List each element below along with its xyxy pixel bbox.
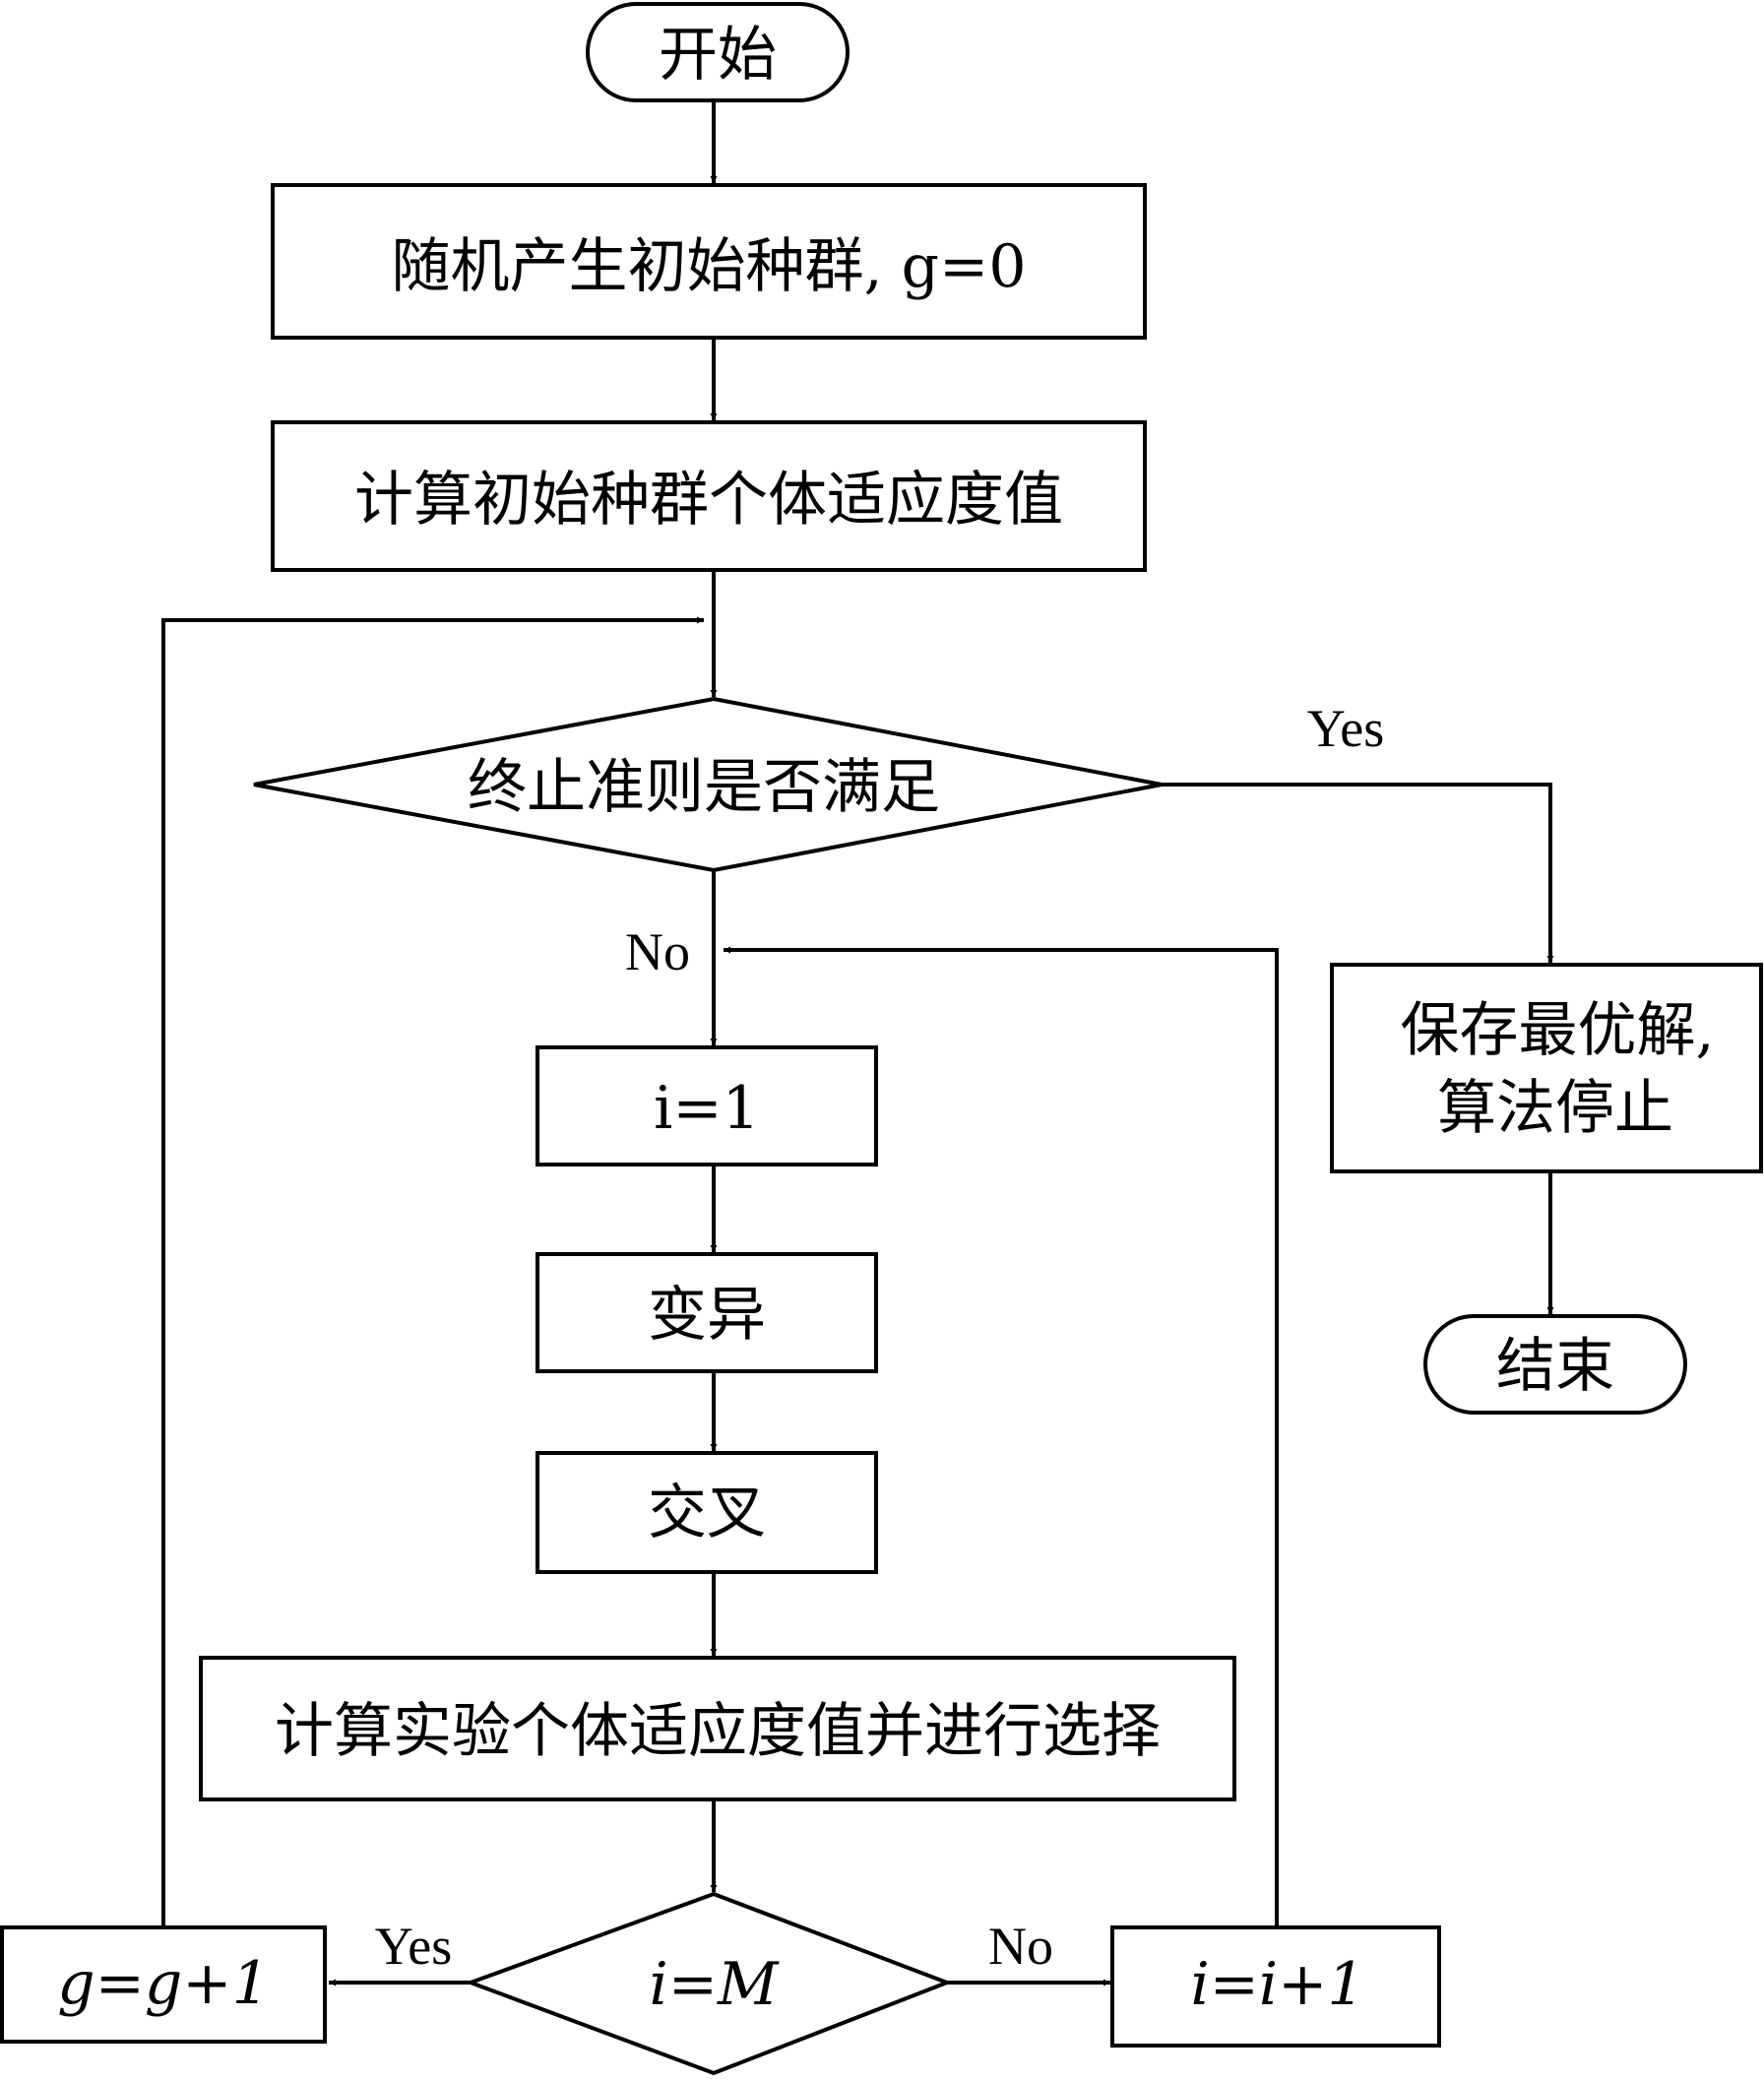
edge-label-terminate-no: No <box>625 922 690 981</box>
edge-g-inc-loop-back <box>161 616 704 1926</box>
node-mutation: 变异 <box>536 1252 878 1373</box>
node-crossover-label: 交叉 <box>648 1479 766 1547</box>
node-start: 开始 <box>586 2 850 102</box>
node-save-best: 保存最优解, 算法停止 <box>1330 963 1763 1173</box>
edge-terminate-yes <box>1162 783 1554 963</box>
node-i-inc-label: i=i+1 <box>1190 1950 1364 2019</box>
node-eval-init: 计算初始种群个体适应度值 <box>271 420 1147 572</box>
node-eval-select-label: 计算实验个体适应度值并进行选择 <box>275 1697 1161 1766</box>
node-g-inc-label: g=g+1 <box>57 1949 270 2018</box>
node-i-init-label: i=1 <box>654 1074 760 1143</box>
node-init-pop: 随机产生初始种群, g=0 <box>271 183 1147 340</box>
node-save-best-label-line1: 保存最优解, <box>1400 996 1714 1065</box>
node-i-check-label: i=M <box>650 1950 780 2019</box>
edge-i-inc-loop-back <box>724 946 1279 1926</box>
node-save-best-label-line2: 算法停止 <box>1437 1074 1673 1143</box>
node-i-inc: i=i+1 <box>1110 1925 1441 2048</box>
node-eval-select: 计算实验个体适应度值并进行选择 <box>199 1656 1236 1801</box>
node-i-check: i=M <box>465 1891 953 2076</box>
edge-label-i-check-yes: Yes <box>375 1917 453 1976</box>
node-eval-init-label: 计算初始种群个体适应度值 <box>354 466 1063 535</box>
node-crossover: 交叉 <box>536 1451 878 1574</box>
node-g-inc: g=g+1 <box>0 1925 327 2044</box>
node-terminate-check: 终止准则是否满足 <box>253 696 1163 873</box>
node-mutation-label: 变异 <box>648 1281 766 1350</box>
node-terminate-check-label: 终止准则是否满足 <box>468 753 940 822</box>
node-end: 结束 <box>1423 1314 1687 1415</box>
node-end-label: 结束 <box>1496 1332 1614 1401</box>
node-start-label: 开始 <box>659 21 777 90</box>
edge-label-i-check-no: No <box>988 1917 1053 1976</box>
node-init-pop-label: 随机产生初始种群, g=0 <box>392 232 1027 301</box>
edge-label-terminate-yes: Yes <box>1307 699 1385 758</box>
node-i-init: i=1 <box>536 1045 878 1167</box>
edges <box>161 102 1554 1986</box>
